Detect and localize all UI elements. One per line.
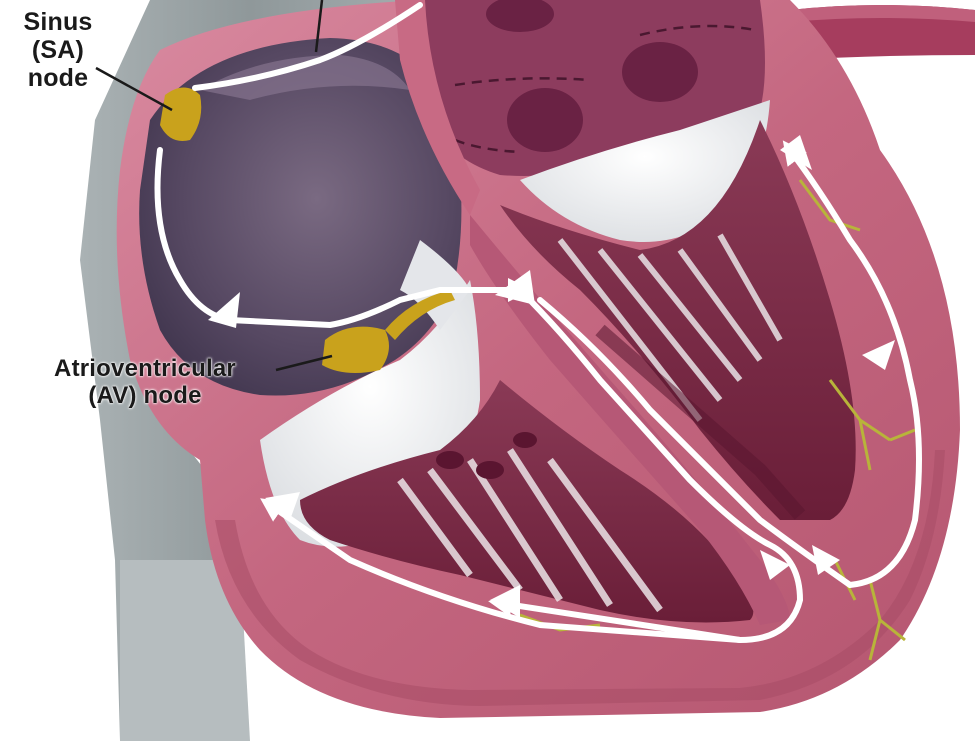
av-label-line-1: Atrioventricular: [4, 356, 286, 383]
av-label-line-2: (AV) node: [4, 383, 286, 410]
sa-label-line-3: node: [4, 64, 112, 92]
sa-label-line-2: (SA): [4, 36, 112, 64]
av-node-label: Atrioventricular (AV) node: [4, 356, 286, 410]
sa-label-line-1: Sinus: [4, 8, 112, 36]
sa-node-label: Sinus (SA) node: [4, 8, 112, 92]
